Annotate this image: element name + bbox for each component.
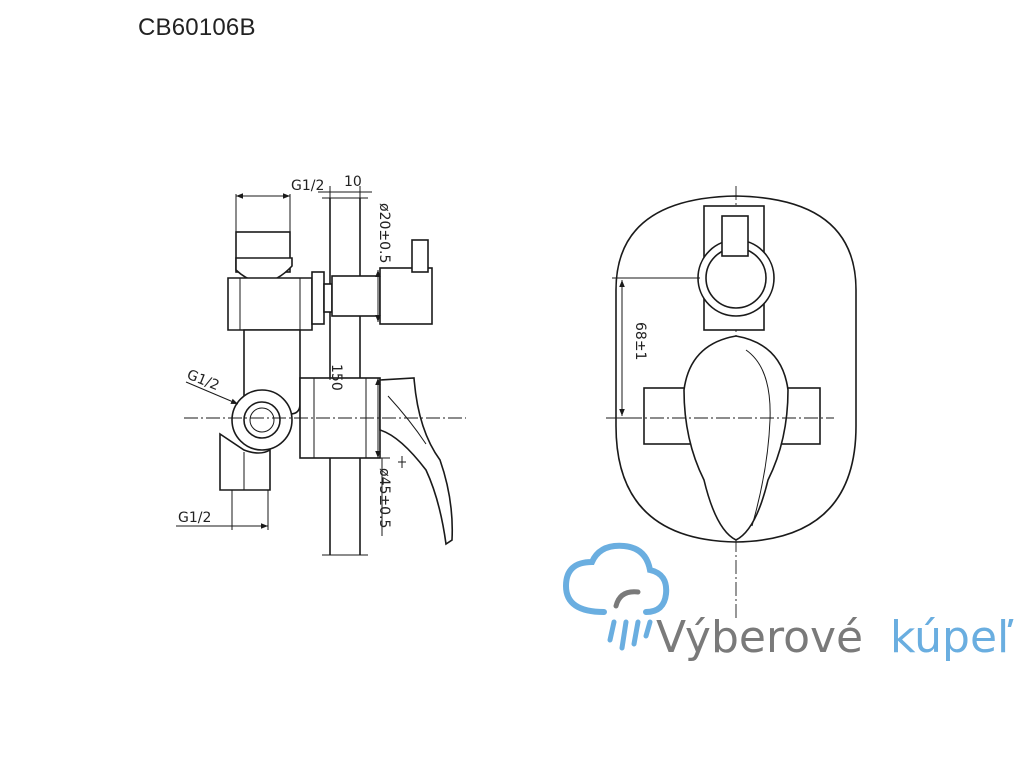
upper-coupler [227,277,313,331]
watermark-text-1: Výberové [656,612,863,663]
lever-front [683,335,789,541]
diverter-knob [379,267,433,325]
diverter-stem [331,275,381,317]
dim-150: 150 [328,364,344,391]
dim-g12-left: G1/2 [185,367,222,394]
diverter-ring-inner [705,247,767,309]
watermark: Výberové kúpeľ [562,542,1014,663]
dim-68: 68±1 [632,322,648,360]
page-title: CB60106B [138,14,256,41]
dim-g12-top: G1/2 [291,178,324,194]
diverter-knob-front [721,215,749,257]
shower-cloud-icon [562,542,670,651]
dim-d20: ø20±0.5 [376,203,392,263]
front-view: 68±1 [606,186,857,620]
dim-d45: ø45±0.5 [376,468,392,528]
bottom-pipe [219,432,271,491]
mixer-lever [379,377,454,546]
watermark-text-2: kúpeľ [890,612,1014,663]
side-view: G1/2 10 ø20±0.5 150 ø45±0.5 G1/2 G1/2 [176,174,466,556]
dim-10: 10 [344,174,362,190]
side-inlet-inner [243,401,281,439]
dim-g12-bottom: G1/2 [178,510,211,526]
